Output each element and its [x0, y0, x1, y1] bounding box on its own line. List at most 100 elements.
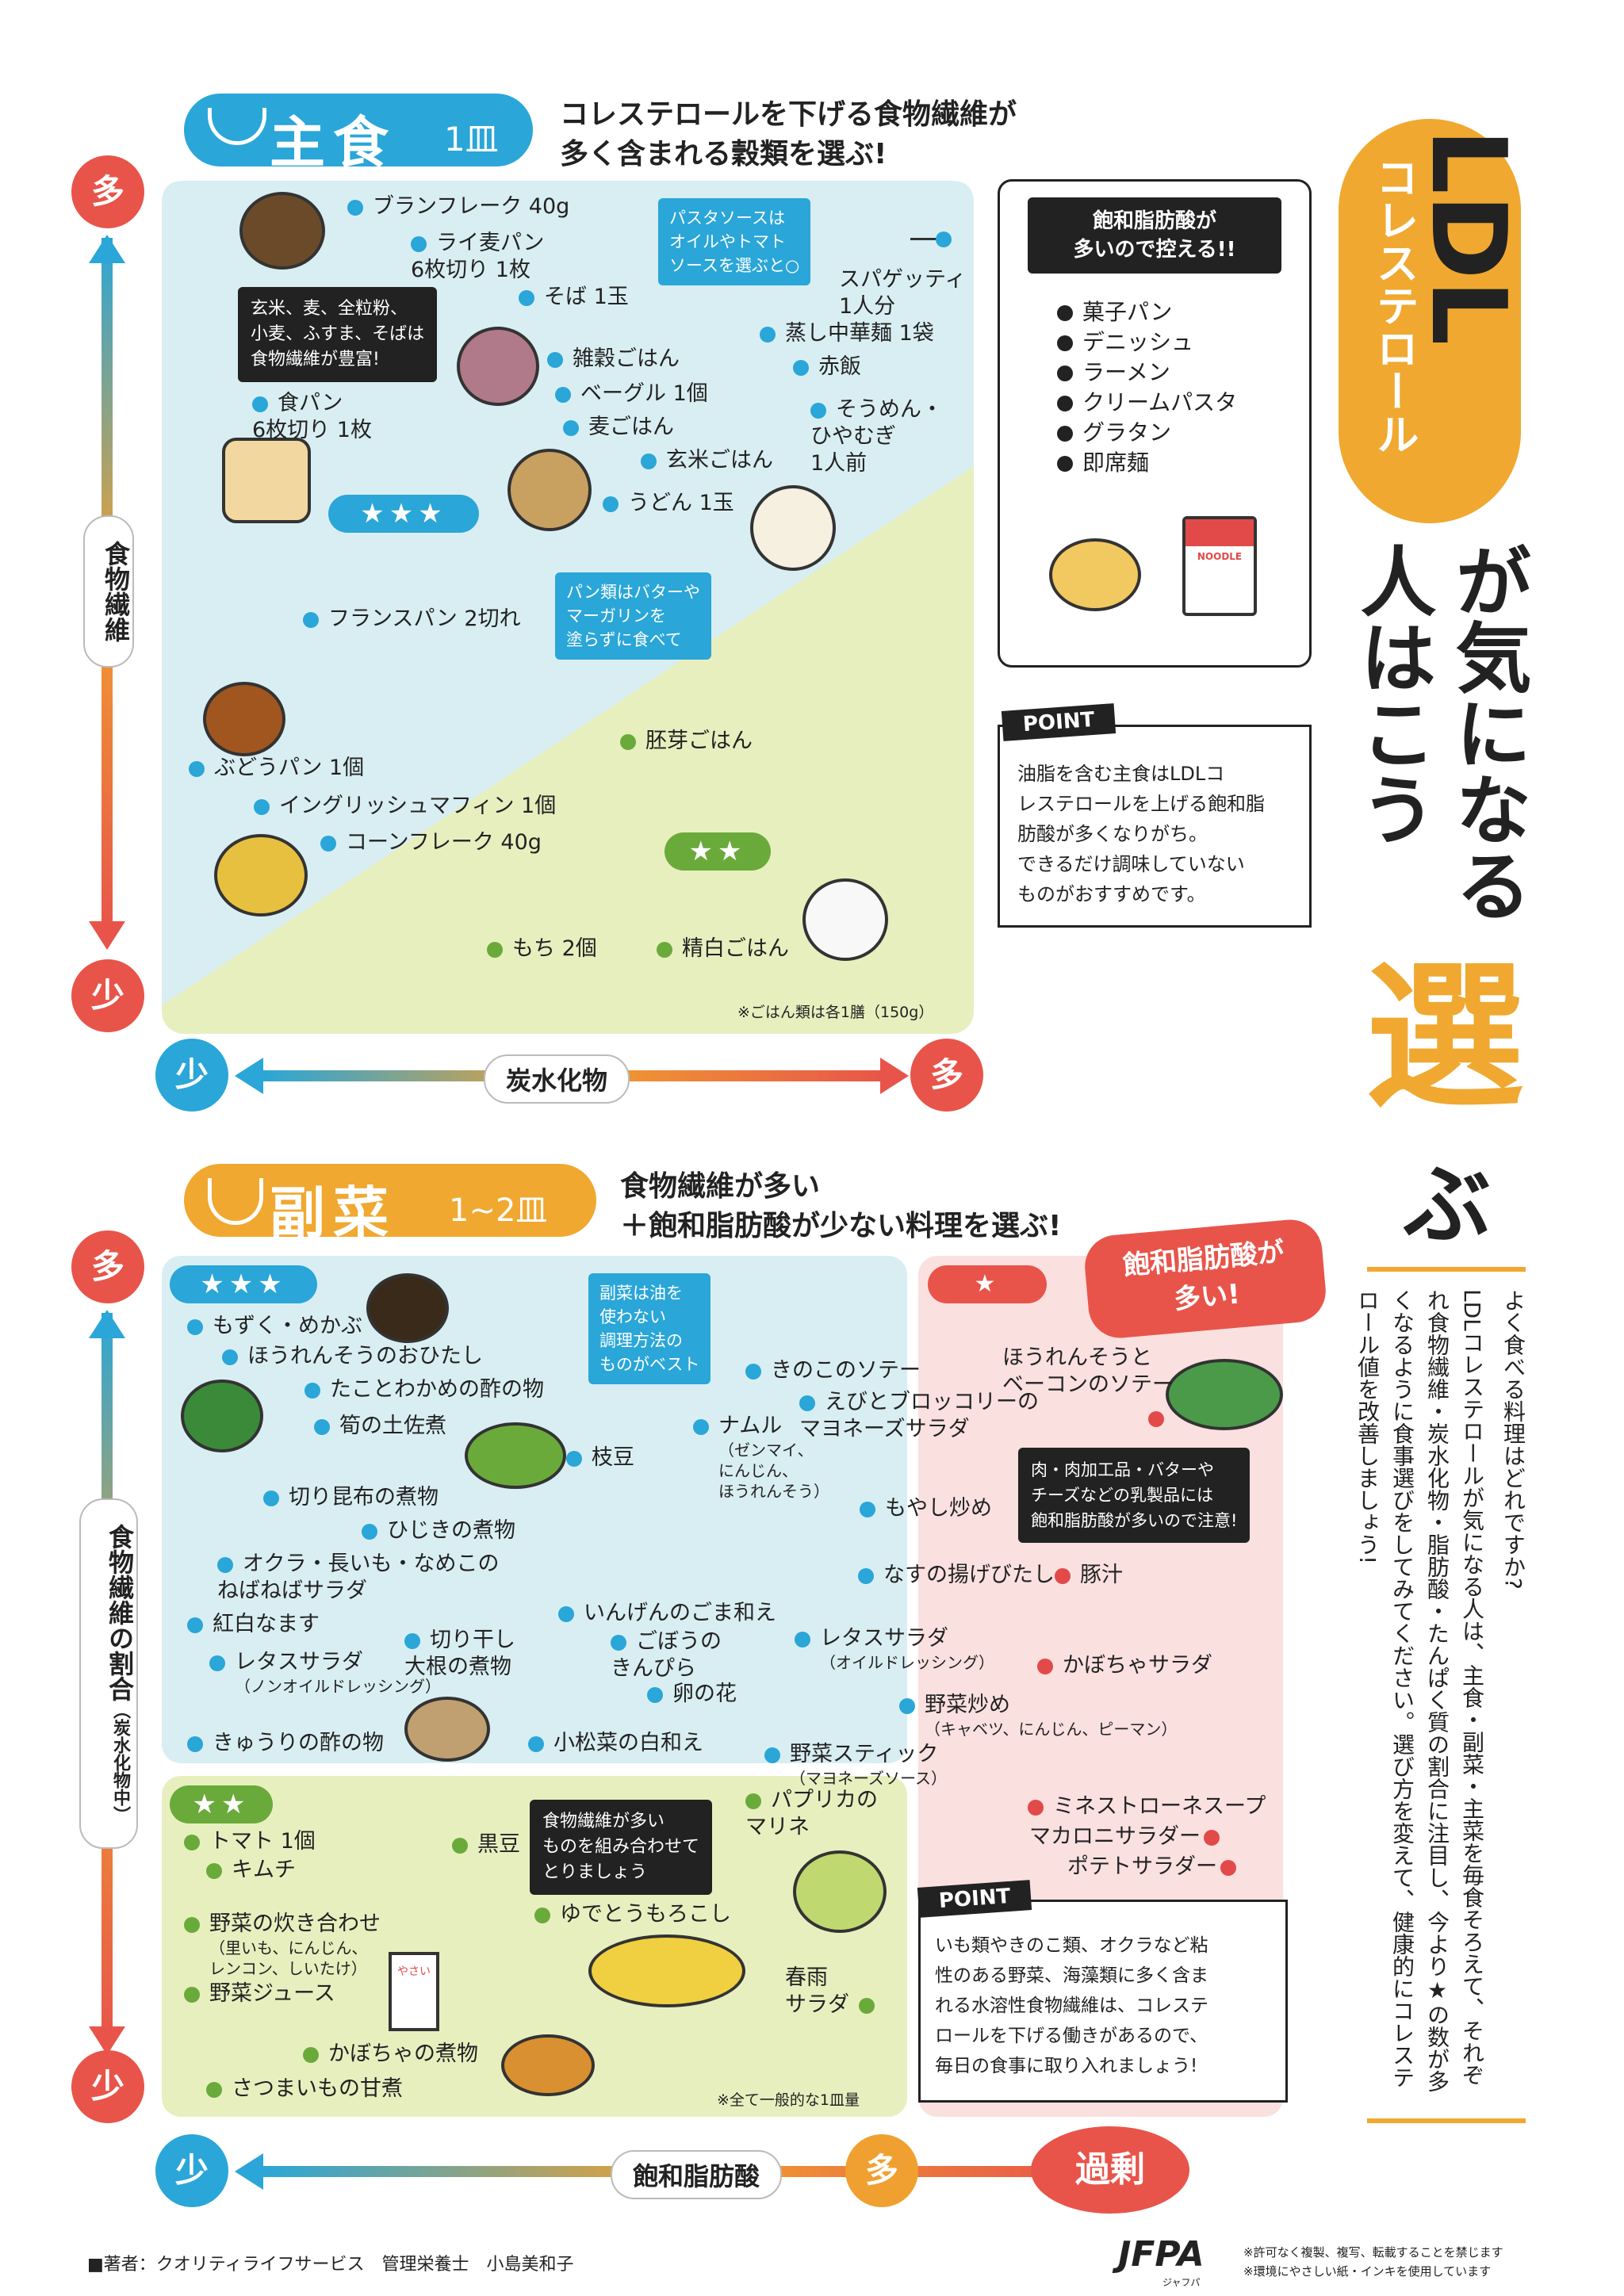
grain-note: 玄米、麦、全粒粉、 小麦、ふすま、そばは 食物繊維が豊富! [238, 287, 438, 382]
staple-item-rye-bread: ライ麦パン 6枚切り 1枚 [411, 231, 545, 282]
side-item-minestrone: ミネストローネスープ [1028, 1793, 1266, 1820]
staple-x-label: 炭水化物 [484, 1054, 630, 1104]
staple-heading: コレステロールを下げる食物繊維が 多く含まれる穀類を選ぶ! [560, 98, 1017, 170]
title-cholesterol: コレステロール [1369, 155, 1419, 455]
spaghetti-pointer [910, 238, 942, 240]
side-x-many: 多 [845, 2134, 918, 2207]
avoid-box-title: 飽和脂肪酸が 多いので控える!! [1028, 197, 1281, 274]
footer-author: ■著者：クオリティライフサービス 管理栄養士 小島美和子 [87, 2255, 574, 2275]
dairy-note: 肉・肉加工品・バターや チーズなどの乳製品には 飽和脂肪酸が多いので注意! [1018, 1448, 1251, 1543]
side-intro: よく食べる料理はどれですか? [1500, 1289, 1526, 1590]
side-item-yasai-itame: 野菜炒め（キャベツ、にんじん、ピーマン） [899, 1692, 1177, 1739]
staple-item-soba: そば 1玉 [519, 284, 629, 311]
rice-note: ※ごはん類は各1膳（150g） [737, 1004, 934, 1021]
side-item-harusame: 春雨 サラダ [785, 1965, 884, 2019]
side-item-kiriboshi: 切り干し 大根の煮物 [404, 1628, 515, 1679]
melon-pan-icon [1049, 538, 1141, 611]
no-oil-bubble: 副菜は油を 使わない 調理方法の ものがベスト [588, 1273, 711, 1384]
avoid-item: 菓子パン [1057, 297, 1309, 327]
spinach-bacon-dot [1148, 1411, 1164, 1427]
general-note: ※全て一般的な1皿量 [717, 2091, 860, 2109]
side-item-spinach-bacon: ほうれんそうと ベーコンのソテー [1002, 1345, 1174, 1397]
saturated-burst: 飽和脂肪酸が 多い! [1082, 1217, 1329, 1341]
side-portion: 1~2皿 [449, 1192, 548, 1229]
avoid-item: クリームパスタ [1057, 388, 1309, 418]
side-item-stick: 野菜スティック（マヨネーズソース） [764, 1741, 947, 1789]
side-x-few: 少 [155, 2134, 228, 2207]
point1-box: 油脂を含む主食はLDLコ レステロールを上げる飽和脂 肪酸が多くなりがち。 でき… [998, 725, 1312, 928]
side-item-lettuce-oil: レタスサラダ（オイルドレッシング） [795, 1625, 994, 1673]
side-item-tonjiru: 豚汁 [1055, 1562, 1123, 1589]
side-item-edamame: 枝豆 [566, 1445, 634, 1471]
staple-item-cornflake: コーンフレーク 40g [320, 829, 542, 856]
staple-stars-2: ★★ [665, 832, 771, 871]
point1-text: 油脂を含む主食はLDLコ レステロールを上げる飽和脂 肪酸が多くなりがち。 でき… [1017, 763, 1265, 905]
point2-text: いも類やきのこ類、オクラなど粘 性のある野菜、海藻類に多く含ま れる水溶性食物繊… [935, 1935, 1208, 2076]
title-ldl-badge [1339, 119, 1521, 523]
satsumaimo-plate-icon [501, 2034, 595, 2096]
side-item-namul: ナムル（ゼンマイ、 にんじん、 ほうれんそう） [693, 1413, 829, 1502]
staple-portion: 1皿 [444, 120, 499, 159]
cup-noodle-icon: NOODLE [1182, 516, 1257, 616]
avoid-box: 飽和脂肪酸が 多いので控える!! 菓子パン デニッシュ ラーメン クリームパスタ… [998, 179, 1312, 668]
footer-note1: ※許可なく複製、複写、転載することを禁じます [1243, 2245, 1503, 2260]
title-ldl: LDL [1408, 128, 1529, 346]
udon-noodle-icon [750, 485, 836, 571]
spinach-bacon-plate-icon [1166, 1359, 1283, 1430]
avoid-item: 即席麺 [1057, 448, 1309, 478]
side-y-label: 食物繊維の割合（炭水化物中） [79, 1498, 138, 1849]
combo-note: 食物繊維が多い ものを組み合わせて とりましょう [530, 1800, 713, 1895]
title-bu: ぶ [1404, 1154, 1491, 1256]
staple-item-sekihan: 赤飯 [793, 354, 861, 381]
side-item-satsumaimo: さつまいもの甘煮 [206, 2076, 403, 2103]
side-item-komatsuna: 小松菜の白和え [528, 1730, 703, 1757]
side-stars-2: ★★ [170, 1785, 273, 1823]
side-x-label: 飽和脂肪酸 [611, 2150, 783, 2199]
side-item-kabocha-ni: かぼちゃの煮物 [303, 2041, 478, 2068]
bran-flake-bowl-icon [239, 192, 325, 270]
side-item-tomato: トマト 1個 [184, 1828, 316, 1855]
side-item-lettuce-nonoil: レタスサラダ（ノンオイルドレッシング） [209, 1649, 441, 1697]
side-body: LDLコレステロールが気になる人は、主食・副菜・主菜を毎食そろえて、それぞれ食物… [1354, 1289, 1485, 2092]
kiriboshi-bowl-icon [404, 1697, 490, 1762]
staple-item-bran-flake: ブランフレーク 40g [347, 193, 569, 220]
side-y-label-main: 食物繊維の割合 [105, 1524, 135, 1701]
avoid-item: デニッシュ [1057, 327, 1309, 358]
title-line2a: が気になる [1442, 542, 1531, 923]
side-item-unohana: 卵の花 [647, 1681, 737, 1708]
staple-item-mugi: 麦ごはん [563, 414, 674, 441]
staple-item-budou-pan: ぶどうパン 1個 [189, 755, 364, 782]
staple-y-few: 少 [71, 959, 144, 1032]
side-item-kuromame: 黒豆 [452, 1831, 520, 1858]
side-item-ohitashi: ほうれんそうのおひたし [222, 1343, 483, 1370]
footer-logo-sub: ジャフパ [1162, 2277, 1201, 2288]
staple-y-many: 多 [71, 155, 144, 228]
side-item-mozuku: もずく・めかぶ [187, 1313, 362, 1340]
side-item-juice: 野菜ジュース [184, 1980, 335, 2007]
side-rule-top [1367, 1267, 1526, 1272]
avoid-item: ラーメン [1057, 358, 1309, 388]
brown-rice-bowl-icon [508, 449, 592, 531]
side-item-okura: オクラ・長いも・なめこの ねばねばサラダ [217, 1552, 500, 1603]
staple-x-few: 少 [155, 1039, 228, 1112]
staple-item-spaghetti: スパゲッティ 1人分 [839, 267, 967, 319]
pasta-sauce-bubble: パスタソースは オイルやトマト ソースを選ぶと○ [658, 198, 811, 285]
title-erabu: 選 [1365, 946, 1525, 1131]
side-rule-bottom [1367, 2118, 1526, 2123]
footer-note2: ※環境にやさしい紙・インキを使用しています [1243, 2264, 1492, 2279]
staple-y-label: 食物繊維 [83, 515, 134, 668]
staple-stars-3: ★★★ [328, 495, 479, 533]
staple-x-arrow-left [235, 1058, 263, 1094]
side-y-arrow-up [89, 1310, 125, 1338]
staple-x-arrow-right [880, 1058, 909, 1094]
zakkoku-rice-bowl-icon [457, 327, 539, 406]
point2-box: いも類やきのこ類、オクラなど粘 性のある野菜、海藻類に多く含ま れる水溶性食物繊… [918, 1900, 1288, 2103]
staple-x-many: 多 [910, 1039, 983, 1112]
avoid-list: 菓子パン デニッシュ ラーメン クリームパスタ グラタン 即席麺 [1057, 297, 1309, 478]
side-item-paprika: パプリカの マリネ [745, 1788, 878, 1839]
mozuku-bowl-icon [366, 1273, 449, 1343]
staple-item-mochi: もち 2個 [487, 936, 597, 962]
side-item-takenoko: 筍の土佐煮 [314, 1413, 446, 1440]
side-item-ingen: いんげんのごま和え [558, 1600, 776, 1627]
side-item-kabocha-salad: かぼちゃサラダ [1037, 1652, 1212, 1679]
